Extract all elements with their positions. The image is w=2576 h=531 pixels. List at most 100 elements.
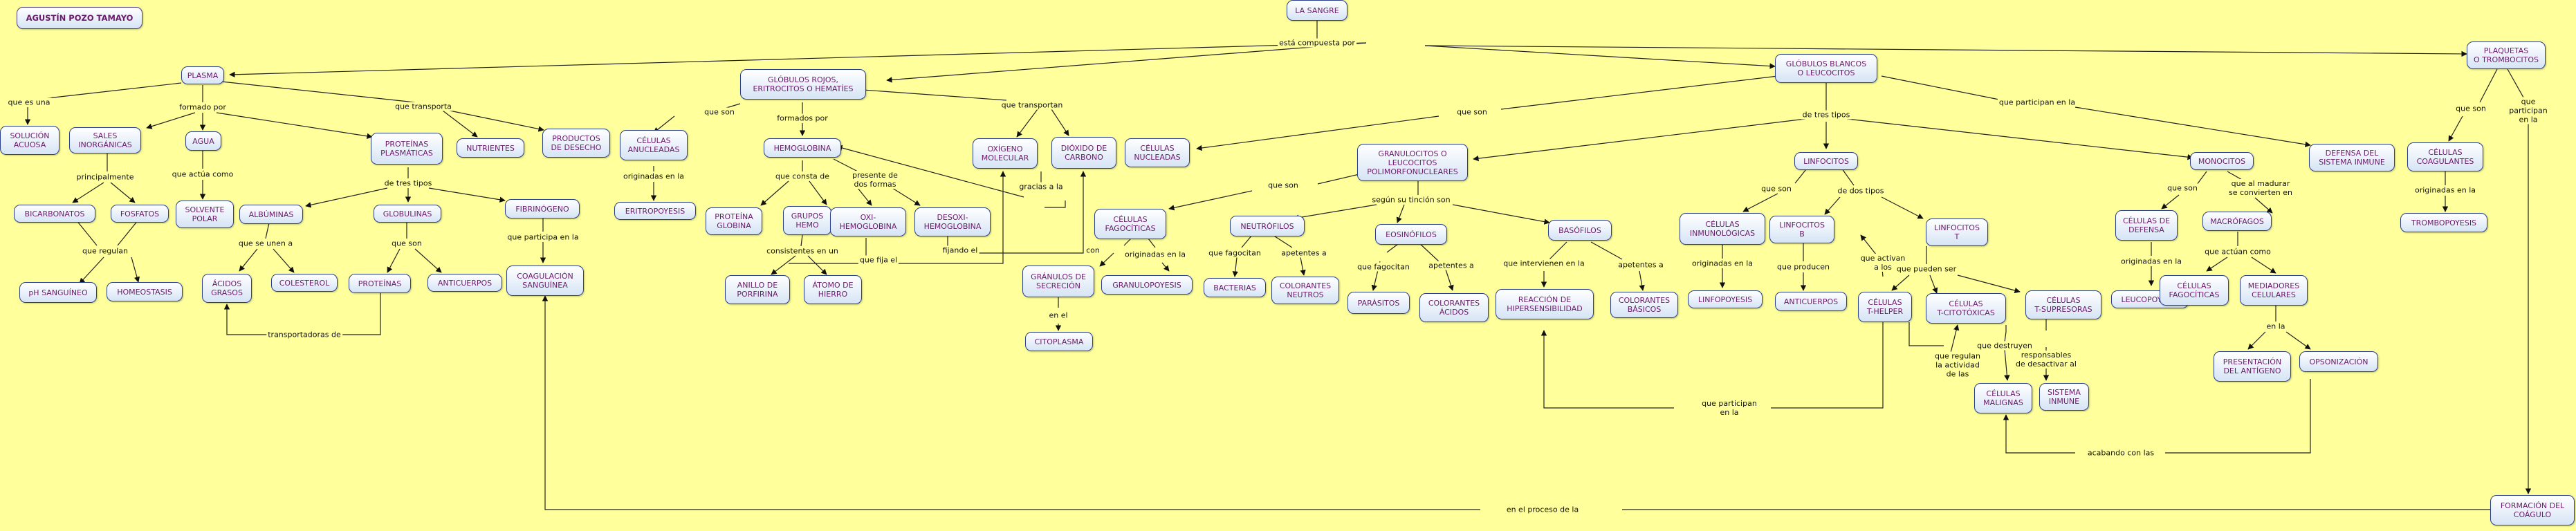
node-granulos-secrecion[interactable]: GRÁNULOS DE SECRECIÓN [1022,266,1094,297]
node-celulas-nucleadas[interactable]: CÉLULAS NUCLEADAS [1125,138,1190,167]
author-title: AGUSTÍN POZO TAMAYO [17,7,142,29]
label-originadas-en-la-3: originadas en la [1690,259,1755,268]
label-que-consta-de: que consta de [774,171,831,181]
node-bacterias[interactable]: BACTERIAS [1204,278,1266,297]
node-dioxido-carbono[interactable]: DIÓXIDO DE CARBONO [1051,137,1116,169]
node-eritropoyesis[interactable]: ERITROPOYESIS [614,202,696,220]
label-que-participan-en-la-1: que participan en la [1997,97,2077,107]
node-presentacion-antigeno[interactable]: PRESENTACIÓN DEL ANTÍGENO [2214,351,2291,382]
node-sistema-inmune[interactable]: SISTEMA INMUNE [2039,383,2089,411]
label-originadas-en-la-1: originadas en la [621,171,686,181]
node-anticuerpos-plasma[interactable]: ANTICUERPOS [427,274,502,292]
node-globulos-rojos[interactable]: GLÓBULOS ROJOS, ERITROCITOS O HEMATÍES [740,69,866,100]
node-globulos-blancos[interactable]: GLÓBULOS BLANCOS O LEUCOCITOS [1775,54,1877,83]
node-celulas-t-citotoxicas[interactable]: CÉLULAS T-CITOTÓXICAS [1926,293,2006,324]
node-celulas-coagulantes[interactable]: CÉLULAS COAGULANTES [2407,142,2483,171]
node-citoplasma[interactable]: CITOPLASMA [1025,332,1093,351]
node-monocitos[interactable]: MONOCITOS [2190,152,2254,170]
node-homeostasis[interactable]: HOMEOSTASIS [107,282,183,301]
node-celulas-fagociticas-1[interactable]: CÉLULAS FAGOCÍTICAS [1094,209,1166,239]
label-que-participan-en-la-2: que participan en la [1700,399,1758,417]
node-fibrinogeno[interactable]: FIBRINÓGENO [505,199,580,218]
label-apetentes-a-3: apetentes a [1617,260,1665,270]
node-productos-desecho[interactable]: PRODUCTOS DE DESECHO [542,129,610,158]
node-basofilos[interactable]: BASÓFILOS [1548,220,1612,241]
node-globulinas[interactable]: GLOBULINAS [374,205,441,223]
node-parasitos[interactable]: PARÁSITOS [1347,292,1410,314]
node-grupos-hemo[interactable]: GRUPOS HEMO [783,206,831,235]
label-fijando-el: fijando el [941,245,979,255]
label-de-dos-tipos: de dos tipos [1836,186,1886,196]
node-anticuerpos-linfo[interactable]: ANTICUERPOS [1775,292,1847,311]
node-oxigeno-molecular[interactable]: OXÍGENO MOLECULAR [973,138,1038,169]
label-consistentes-en-un: consistentes en un [765,246,840,256]
node-solucion-acuosa[interactable]: SOLUCIÓN ACUOSA [0,126,59,155]
node-sales-inorganicas[interactable]: SALES INORGÁNICAS [69,127,141,153]
node-linfocitos[interactable]: LINFOCITOS [1794,152,1858,170]
node-la-sangre[interactable]: LA SANGRE [1287,0,1347,21]
node-celulas-anucleadas[interactable]: CÉLULAS ANUCLEADAS [620,130,688,160]
node-celulas-inmunologicas[interactable]: CÉLULAS INMUNOLÓGICAS [1680,213,1765,245]
label-que-pueden-ser: que pueden ser [1895,264,1958,274]
node-desoxi-hemoglobina[interactable]: DESOXI- HEMOGLOBINA [914,207,991,236]
node-colorantes-acidos[interactable]: COLORANTES ÁCIDOS [1419,293,1489,322]
node-celulas-fagociticas-2[interactable]: CÉLULAS FAGOCÍTICAS [2160,275,2229,306]
node-neutrofilos[interactable]: NEUTRÓFILOS [1230,216,1305,236]
node-oxi-hemoglobina[interactable]: OXI- HEMOGLOBINA [830,207,906,236]
node-plasma[interactable]: PLASMA [181,66,224,84]
node-agua[interactable]: AGUA [185,131,221,151]
node-linfopoyesis[interactable]: LINFOPOYESIS [1688,290,1763,308]
node-albuminas[interactable]: ALBÚMINAS [239,205,303,224]
label-responsables-de-desactivar: responsables de desactivar al [2014,351,2078,369]
node-proteinas[interactable]: PROTEÍNAS [349,274,411,293]
label-que-fagocitan-2: que fagocitan [1356,262,1411,272]
label-esta-compuesta-por: está compuesta por [1278,38,1356,48]
label-presente-de-dos-formas: presente de dos formas [851,171,899,189]
node-acidos-grasos[interactable]: ÁCIDOS GRASOS [202,274,252,303]
node-celulas-t-helper[interactable]: CÉLULAS T-HELPER [1858,292,1912,322]
node-ph-sanguineo[interactable]: pH SANGUÍNEO [19,282,97,303]
node-macrofagos[interactable]: MACRÓFAGOS [2202,212,2272,231]
node-proteinas-plasmaticas[interactable]: PROTEÍNAS PLASMÁTICAS [371,133,443,165]
label-que-fagocitan-1: que fagocitan [1207,248,1262,258]
node-plaquetas[interactable]: PLAQUETAS O TROMBOCITOS [2467,41,2546,69]
node-reaccion-hipersensibilidad[interactable]: REACCIÓN DE HIPERSENSIBILIDAD [1496,289,1594,319]
node-atomo-hierro[interactable]: ÁTOMO DE HIERRO [804,275,862,304]
label-que-fija-el: que fija el [858,255,899,265]
node-linfocitos-t[interactable]: LINFOCITOS T [1926,218,1988,246]
label-apetentes-a-2: apetentes a [1427,261,1475,270]
node-trombopoyesis[interactable]: TROMBOPOYESIS [2400,213,2487,232]
node-formacion-coagulo[interactable]: FORMACIÓN DEL COÁGULO [2490,495,2575,525]
node-colorantes-basicos[interactable]: COLORANTES BÁSICOS [1610,292,1678,318]
node-celulas-defensa[interactable]: CÉLULAS DE DEFENSA [2115,210,2178,241]
node-colorantes-neutros[interactable]: COLORANTES NEUTROS [1271,277,1339,304]
label-que-son-granulocitos: que son [1267,180,1300,190]
node-proteina-globina[interactable]: PROTEÍNA GLOBINA [706,207,762,235]
label-originadas-en-la-2: originadas en la [1123,250,1188,259]
label-que-participa-en-la: que participa en la [506,232,580,242]
node-hemoglobina[interactable]: HEMOGLOBINA [764,138,841,158]
node-granulopoyesis[interactable]: GRANULOPOYESIS [1101,275,1193,295]
node-colesterol[interactable]: COLESTEROL [271,274,338,292]
node-bicarbonatos[interactable]: BICARBONATOS [14,205,95,223]
label-que-son-linfocitos: que son [1760,184,1793,194]
node-fosfatos[interactable]: FOSFATOS [111,205,169,223]
node-linfocitos-b[interactable]: LINFOCITOS B [1769,216,1834,243]
label-que-son-blancos: que son [1455,107,1489,117]
node-anillo-porfirina[interactable]: ANILLO DE PORFIRINA [725,275,790,304]
label-que-transporta: que transporta [394,102,453,111]
label-que-actua-como: que actúa como [170,169,235,179]
node-mediadores-celulares[interactable]: MEDIADORES CELULARES [2240,275,2308,306]
label-que-participan-en-la-3: que participan en la [2504,97,2552,124]
node-celulas-t-supresoras[interactable]: CÉLULAS T-SUPRESORAS [2025,290,2101,319]
node-opsonizacion[interactable]: OPSONIZACIÓN [2299,351,2378,372]
node-solvente-polar[interactable]: SOLVENTE POLAR [176,201,234,228]
label-que-producen: que producen [1776,262,1831,272]
node-coagulacion-sanguinea[interactable]: COAGULACIÓN SANGUÍNEA [506,266,584,296]
node-eosinofilos[interactable]: EOSINÓFILOS [1375,224,1447,245]
node-defensa-sistema-inmune[interactable]: DEFENSA DEL SISTEMA INMUNE [2309,144,2395,171]
node-celulas-malignas[interactable]: CÉLULAS MALIGNAS [1974,383,2032,413]
node-granulocitos[interactable]: GRANULOCITOS O LEUCOCITOS POLIMORFONUCLE… [1357,144,1468,181]
node-nutrientes[interactable]: NUTRIENTES [457,138,524,158]
